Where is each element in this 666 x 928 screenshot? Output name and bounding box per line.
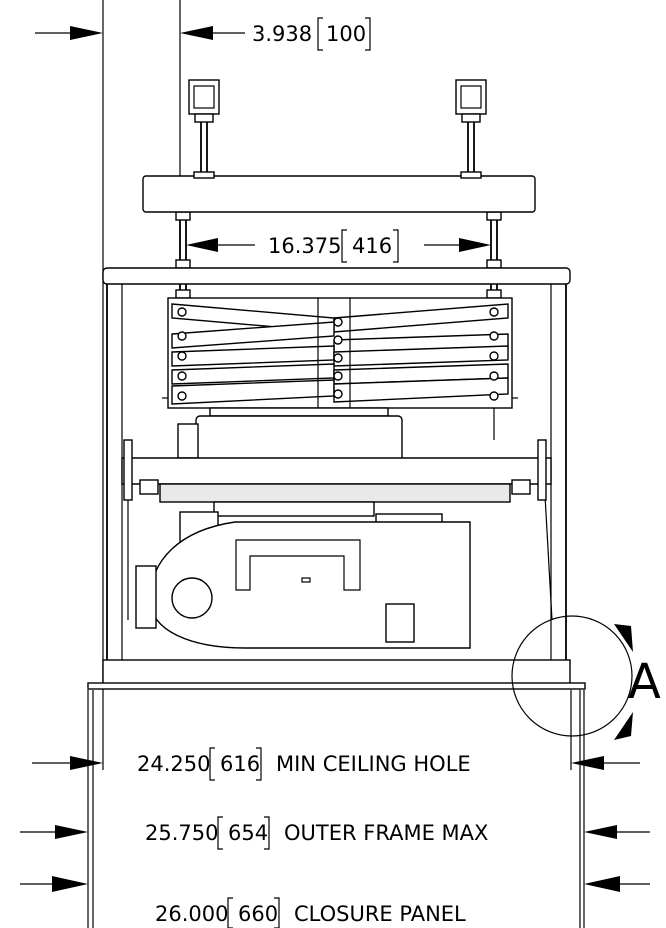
scissor-pivots (177, 307, 499, 401)
closure-panel-metric: 660 (238, 902, 278, 926)
ceiling-hole-note: MIN CEILING HOLE (276, 752, 471, 776)
detail-callout-a: A (511, 615, 661, 740)
detail-label: A (628, 654, 661, 710)
ceiling-hole-value: 24.250 (137, 752, 210, 776)
bottom-extension-lines (87, 690, 585, 928)
mounting-plate (121, 439, 553, 621)
rod-spacing-metric: 416 (352, 234, 392, 258)
top-clamps (188, 79, 487, 123)
svg-text:3.938: 3.938 (252, 22, 312, 46)
outer-frame-metric: 654 (228, 821, 268, 845)
ceiling-plate (142, 171, 536, 213)
closure-panel-dimension: 26.000 660 CLOSURE PANEL (20, 876, 650, 928)
ceiling-hole-metric: 616 (220, 752, 260, 776)
closure-panel-note: CLOSURE PANEL (294, 902, 466, 926)
ceiling-hole-dimension: 24.250 616 MIN CEILING HOLE (32, 747, 640, 781)
rod-spacing-dimension: 16.375 416 (186, 229, 491, 263)
outer-frame-value: 25.750 (145, 821, 218, 845)
outer-frame-note: OUTER FRAME MAX (284, 821, 488, 845)
rod-spacing-value: 16.375 (268, 234, 341, 258)
top-offset-dimension: 3.938 100 (35, 17, 371, 51)
projector-body (135, 501, 471, 649)
scissor-lift (162, 297, 518, 440)
top-offset-metric: 100 (326, 22, 366, 46)
top-offset-value: 3.938 (252, 22, 312, 46)
outer-frame-dimension: 25.750 654 OUTER FRAME MAX (20, 816, 650, 850)
closure-panel-value: 26.000 (155, 902, 228, 926)
